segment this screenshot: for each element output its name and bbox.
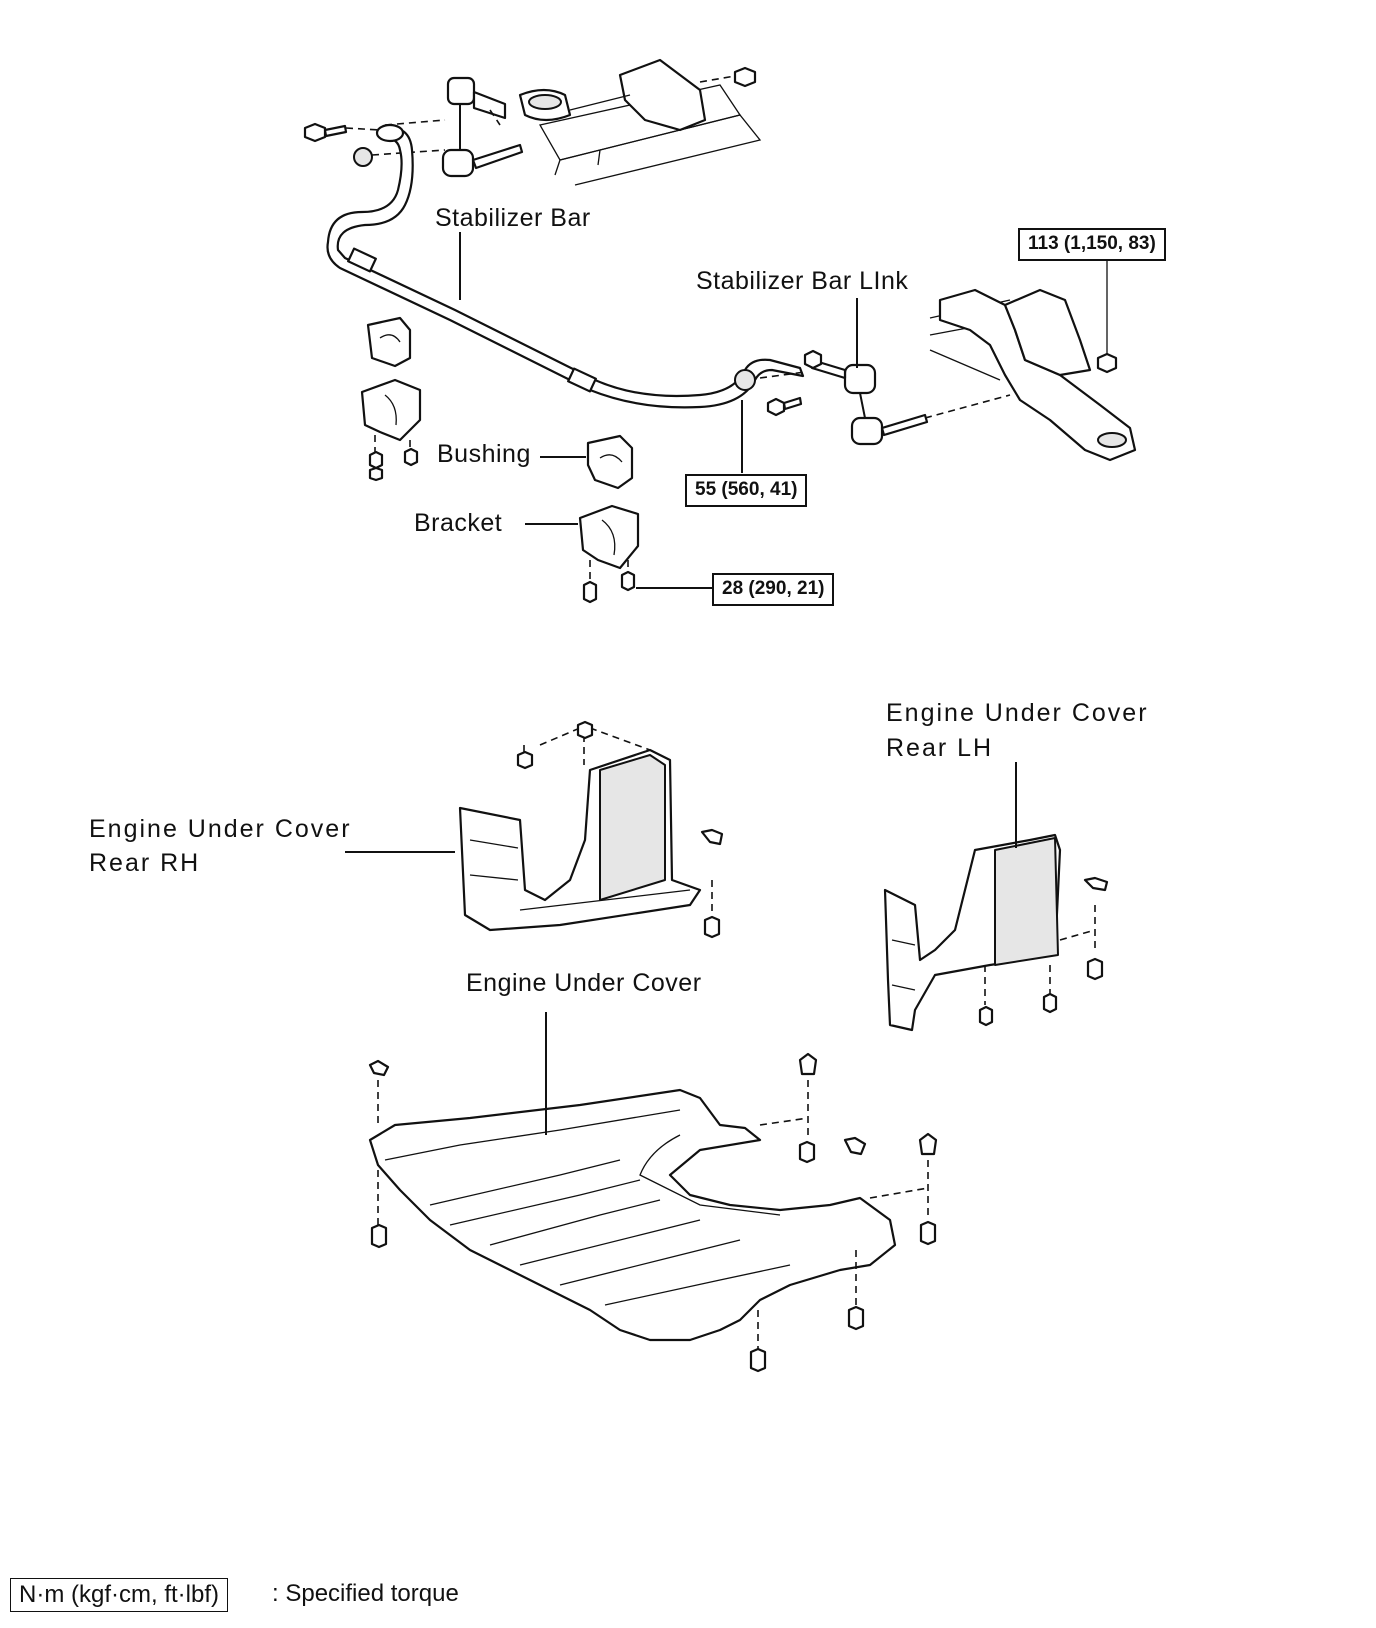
under-cover-rear-lh-illustration [883,762,1109,1032]
leader-lines-top [459,232,858,589]
stabilizer-bar-link-label: Stabilizer Bar LInk [696,267,909,295]
upper-link-assembly-illustration [303,58,762,186]
stabilizer-bar-illustration [326,123,805,409]
stabilizer-bar-label: Stabilizer Bar [435,204,591,232]
bracket-label: Bracket [414,509,503,537]
under-cover-rear-lh-label-line1: Engine Under Cover [886,699,1149,727]
torque-113-box: 113 (1,150, 83) [1018,228,1166,261]
bushing-bracket-illustration [360,316,640,604]
torque-28-box: 28 (290, 21) [712,573,835,606]
torque-unit-legend-box: N·m (kgf·cm, ft·lbf) [10,1578,228,1612]
lower-arm-illustration [929,255,1137,462]
stabilizer-bar-link-illustration [734,349,1011,446]
under-cover-rear-rh-illustration [458,720,724,939]
engine-under-cover-illustration [368,1012,938,1373]
under-cover-rear-lh-label-line2: Rear LH [886,734,994,762]
torque-legend-text: : Specified torque [272,1580,459,1607]
engine-under-cover-label: Engine Under Cover [466,969,702,997]
under-cover-rear-rh-label-line2: Rear RH [89,849,201,877]
bushing-label: Bushing [437,440,531,468]
torque-55-box: 55 (560, 41) [685,474,808,507]
under-cover-rear-rh-label-line1: Engine Under Cover [89,815,352,843]
